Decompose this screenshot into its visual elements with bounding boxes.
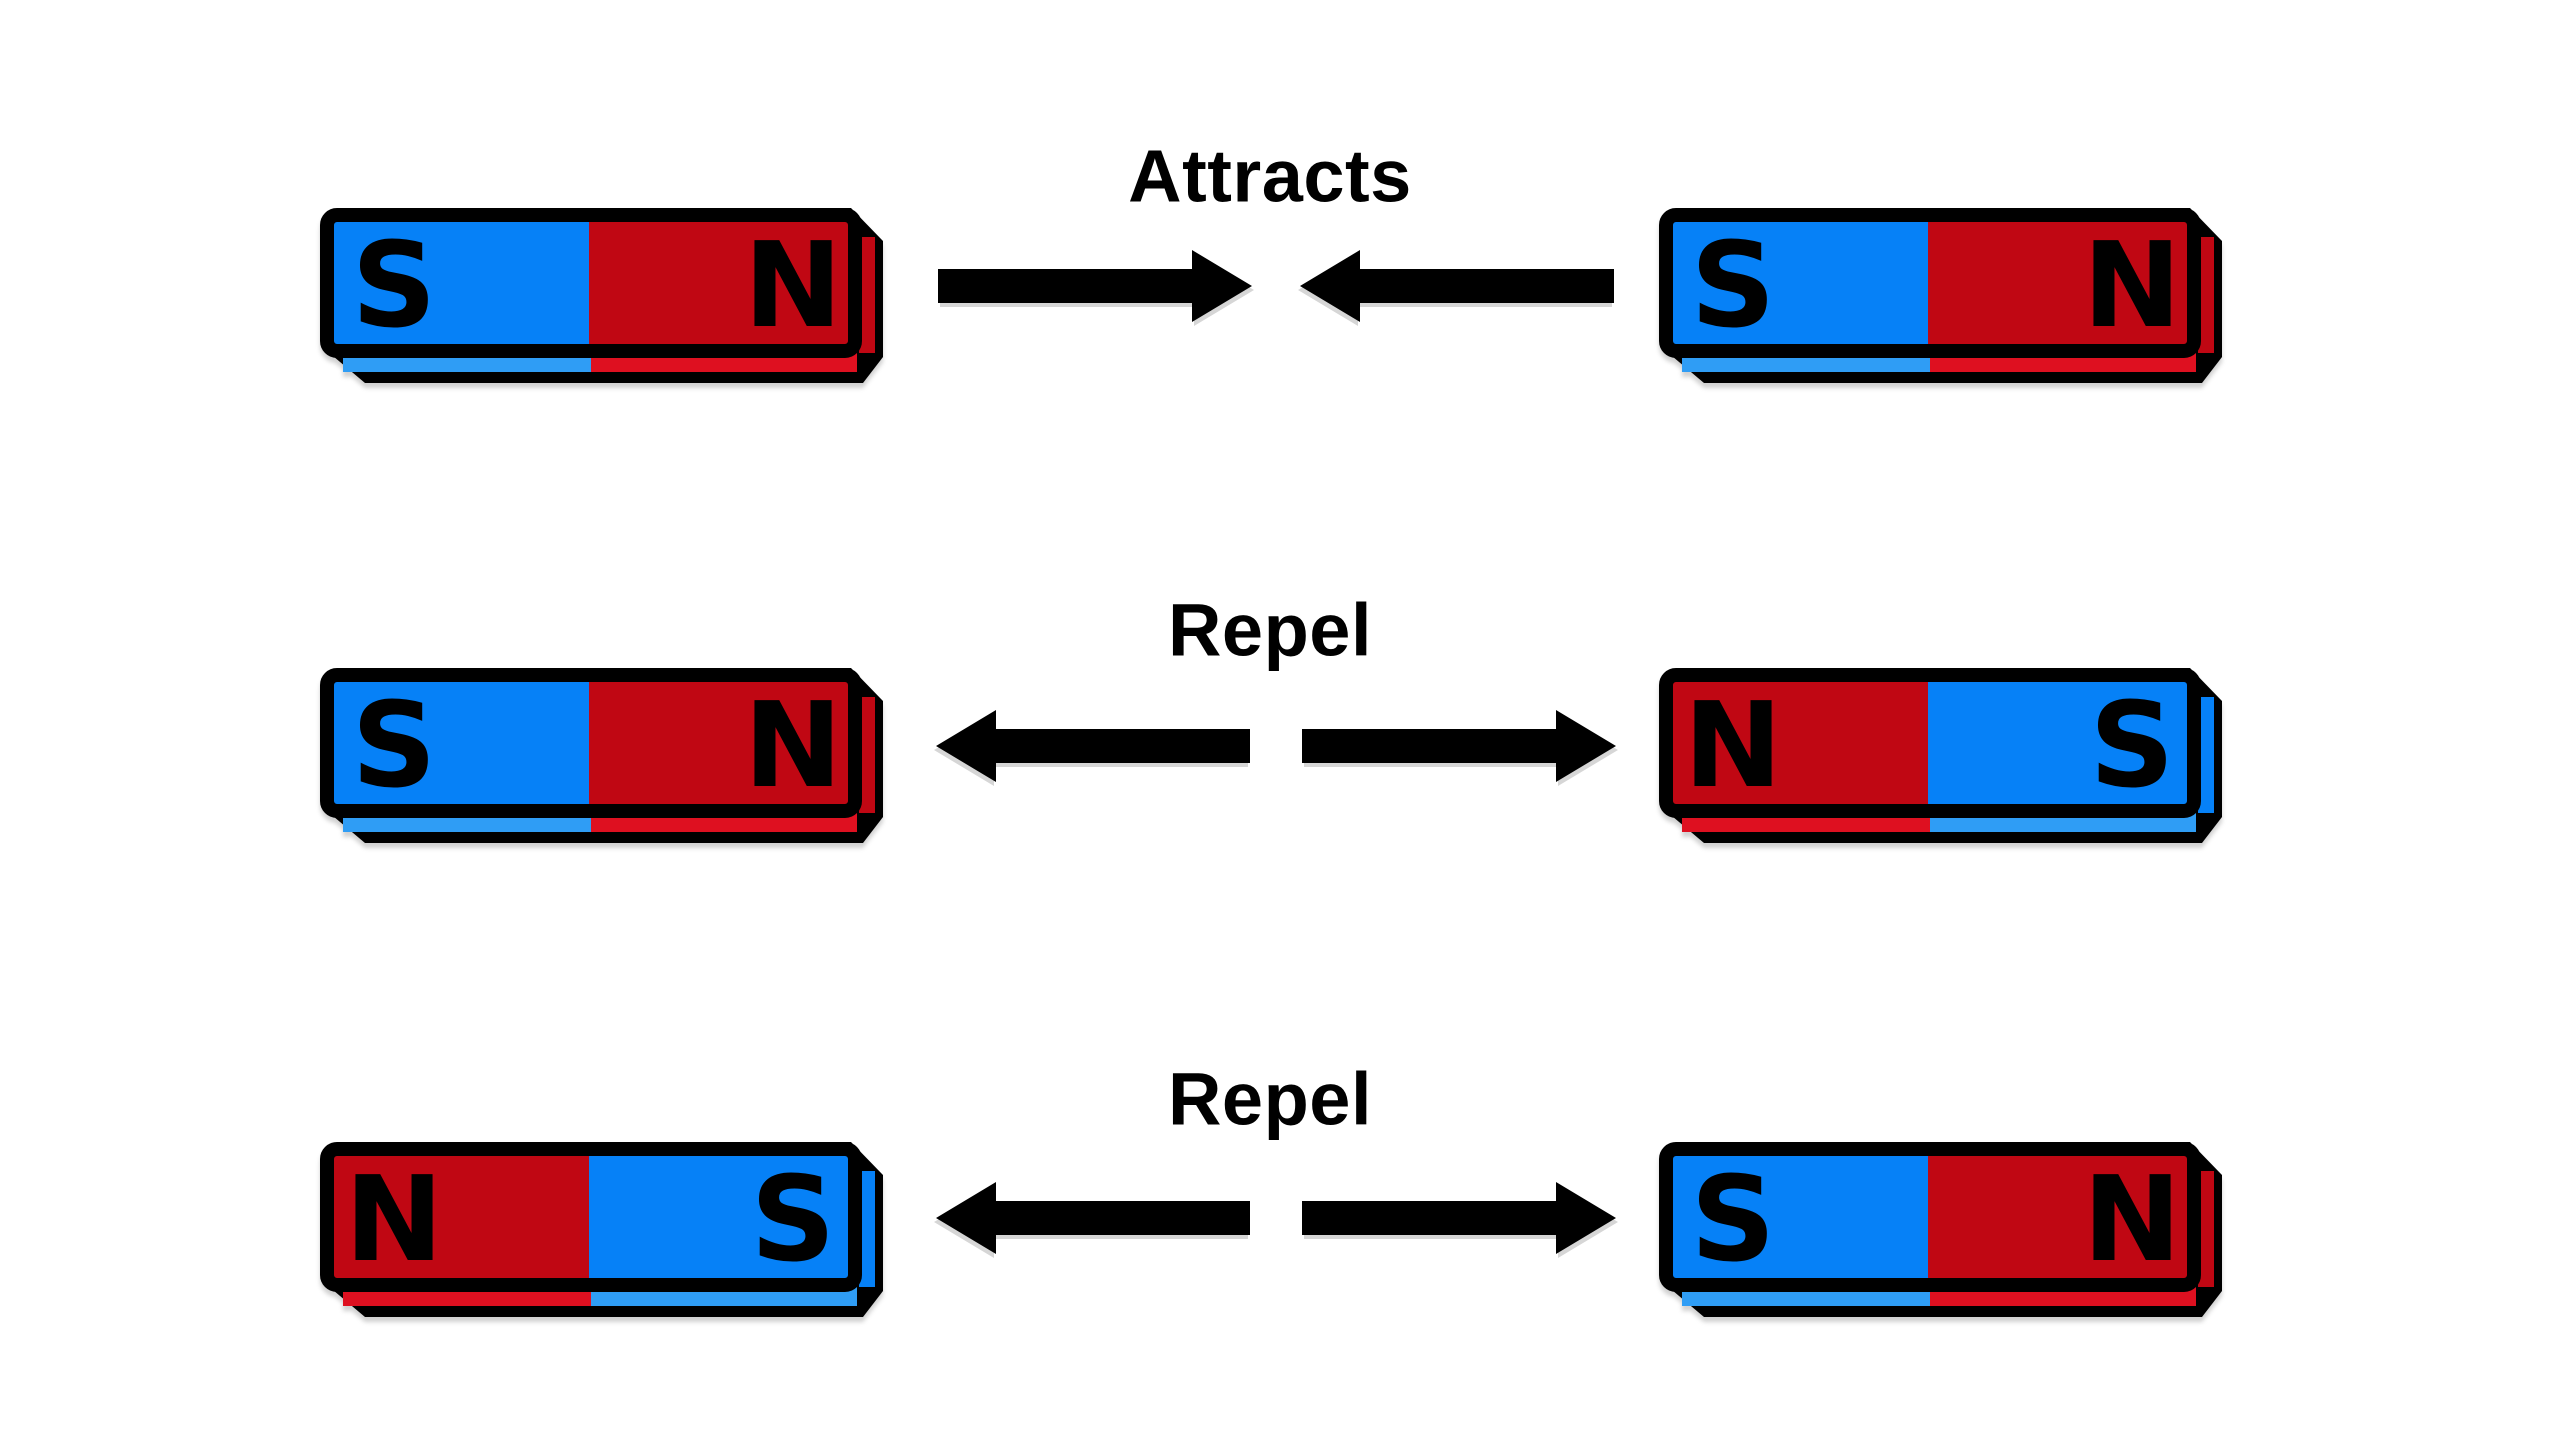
magnet-south-half [327,675,589,811]
row1-left-magnet: S N [320,208,883,383]
pole-letter-right: N [2083,1150,2182,1288]
row2-left-arrow-left-pointing [936,710,1250,782]
magnet-north-half [589,215,855,351]
pole-letter-right: N [2083,216,2182,354]
row2-left-magnet: S N [320,668,883,843]
magnet-face-border [1659,1142,2201,1292]
row1-label: Attracts [1128,134,1412,218]
magnet-south-half [589,1149,855,1285]
magnet-face-border [1659,668,2201,818]
magnet-north-half [589,675,855,811]
row1-right-magnet: S N [1659,208,2222,383]
row3-right-magnet: S N [1659,1142,2222,1317]
magnet-south-half [1666,215,1928,351]
row2-label: Repel [1167,588,1373,672]
row2-right-magnet: N S [1659,668,2222,843]
row3-right-arrow-right-pointing [1302,1182,1616,1254]
magnet-north-half [1666,675,1928,811]
pole-letter-left: S [352,676,437,814]
pole-letter-left: S [1691,1150,1776,1288]
magnet-south-half [327,215,589,351]
arrow-shape [938,250,1252,322]
pole-letter-left: N [1684,676,1783,814]
magnet-north-half [1928,1149,2194,1285]
pole-letter-right: N [744,676,843,814]
pole-letter-right: S [2090,676,2175,814]
arrow-shape [936,1182,1250,1254]
row3-left-magnet: N S [320,1142,883,1317]
arrow-shape [1302,1182,1616,1254]
magnet-south-half [1666,1149,1928,1285]
magnet-right-side-depth [859,1171,875,1287]
arrow-shape [1302,710,1616,782]
magnet-right-side-depth [2198,237,2214,353]
arrow-shape [936,710,1250,782]
magnet-face-border [320,668,862,818]
magnet-south-half [1928,675,2194,811]
magnet-right-side-depth [2198,697,2214,813]
magnet-face-border [320,1142,862,1292]
row3-label: Repel [1167,1057,1373,1141]
magnet-right-side-depth [2198,1171,2214,1287]
row2-right-arrow-right-pointing [1302,710,1616,782]
row1-left-arrow-right-pointing [938,250,1252,322]
magnet-right-side-depth [859,697,875,813]
arrow-shape [1300,250,1614,322]
pole-letter-left: S [1691,216,1776,354]
magnet-face-border [1659,208,2201,358]
pole-letter-right: S [751,1150,836,1288]
magnet-face-border [320,208,862,358]
row3-left-arrow-left-pointing [936,1182,1250,1254]
row1-right-arrow-left-pointing [1300,250,1614,322]
magnet-right-side-depth [859,237,875,353]
magnet-north-half [327,1149,589,1285]
magnet-north-half [1928,215,2194,351]
pole-letter-left: S [352,216,437,354]
pole-letter-right: N [744,216,843,354]
pole-letter-left: N [345,1150,444,1288]
